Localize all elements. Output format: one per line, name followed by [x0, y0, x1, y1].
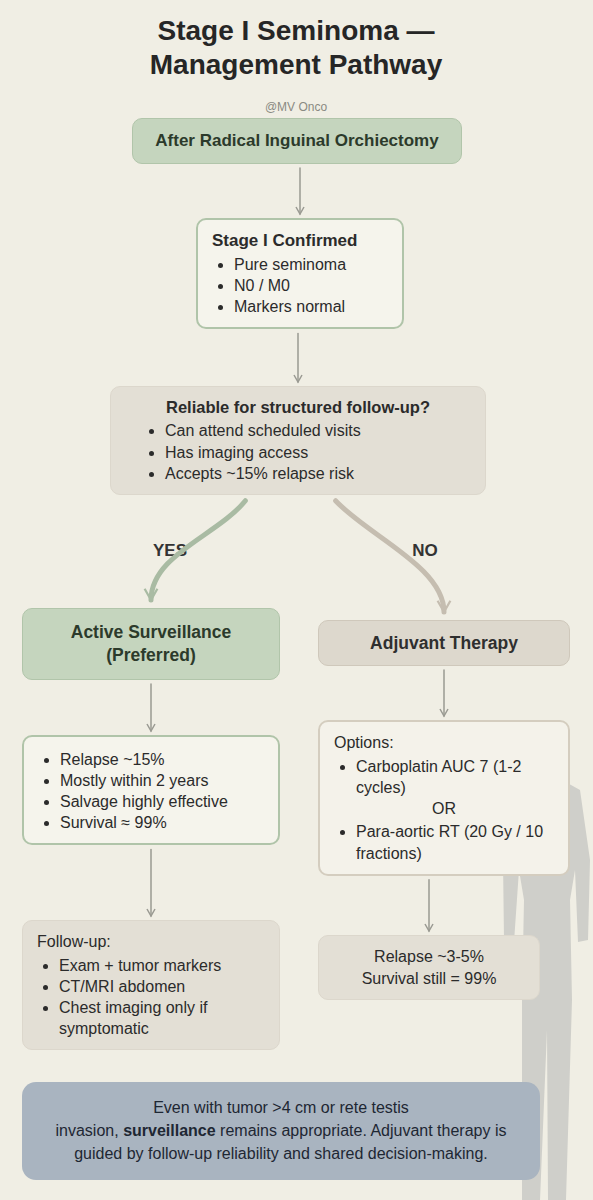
bullet-text: Carboplatin AUC 7 (1-2 cycles) [356, 758, 521, 796]
branch-arrow [151, 501, 245, 600]
box-text: Follow-up: [37, 931, 265, 953]
flow-arrow [299, 168, 301, 214]
bullet-item: Markers normal [234, 296, 388, 317]
flow-arrow [443, 670, 445, 716]
bullet-item: Survival ≈ 99% [60, 812, 264, 833]
box-heading: Adjuvant Therapy [370, 632, 518, 655]
box-text: Relapse ~3-5% [333, 946, 525, 968]
watermark: @MV Onco [236, 100, 356, 114]
bullet-text: CT/MRI abdomen [59, 978, 185, 995]
bullet-text: Para-aortic RT (20 Gy / 10 fractions) [356, 823, 543, 861]
box-text: Options: [334, 732, 554, 754]
box-heading: Active Surveillance (Preferred) [37, 621, 265, 667]
bullet-item: Can attend scheduled visits [165, 420, 471, 441]
bullet-text: Survival ≈ 99% [60, 814, 167, 831]
bullet-text: N0 / M0 [234, 277, 290, 294]
bullet-item: Relapse ~15% [60, 749, 264, 770]
bullet-text: Mostly within 2 years [60, 772, 209, 789]
bullet-item: Chest imaging only if symptomatic [59, 997, 265, 1039]
info-box: Stage I ConfirmedPure seminoma N0 / M0 Mar… [196, 218, 404, 329]
note-box: Even with tumor >4 cm or rete testis inv… [22, 1082, 540, 1180]
info-box: Relapse ~15% Mostly within 2 yearsSalvage… [22, 735, 280, 845]
options-box: Options: Carboplatin AUC 7 (1-2 cycles)OR… [318, 720, 570, 876]
bullet-text: Exam + tumor markers [59, 957, 221, 974]
bullet-text: Accepts ~15% relapse risk [165, 465, 354, 482]
flow-arrow [297, 333, 299, 382]
bullet-item: CT/MRI abdomen [59, 976, 265, 997]
bullet-text: Markers normal [234, 298, 345, 315]
bullet-item: Para-aortic RT (20 Gy / 10 fractions) [356, 821, 554, 863]
decision-box: Reliable for structured follow-up?Can at… [110, 386, 486, 495]
bullet-list: Can attend scheduled visitsHas imaging a… [125, 420, 471, 483]
box-heading: After Radical Inguinal Orchiectomy [155, 130, 438, 152]
bullet-list: Pure seminoma N0 / M0 Markers normal [212, 254, 388, 317]
process-box: Active Surveillance (Preferred) [22, 608, 280, 680]
bullet-list: Exam + tumor markersCT/MRI abdomenChest … [37, 955, 265, 1039]
flow-arrow [150, 849, 152, 916]
bullet-list: Para-aortic RT (20 Gy / 10 fractions) [334, 821, 554, 863]
bullet-item: N0 / M0 [234, 275, 388, 296]
branch-label: NO [395, 541, 455, 561]
bullet-item: Accepts ~15% relapse risk [165, 463, 471, 484]
outcome-box: Relapse ~3-5%Survival still = 99% [318, 935, 540, 1000]
bullet-item: Carboplatin AUC 7 (1-2 cycles) [356, 756, 554, 798]
branch-arrow [336, 501, 444, 612]
diagram-title: Stage I Seminoma — Management Pathway [76, 14, 516, 81]
bullet-item: Exam + tumor markers [59, 955, 265, 976]
bullet-item: Mostly within 2 years [60, 770, 264, 791]
bullet-item: Salvage highly effective [60, 791, 264, 812]
bullet-item: Has imaging access [165, 442, 471, 463]
bullet-text: Chest imaging only if symptomatic [59, 999, 208, 1037]
bullet-text: Pure seminoma [234, 256, 346, 273]
process-box: Adjuvant Therapy [318, 620, 570, 666]
bullet-text: Has imaging access [165, 444, 308, 461]
bullet-list: Relapse ~15% Mostly within 2 yearsSalvage… [38, 749, 264, 833]
box-heading: Reliable for structured follow-up? [125, 397, 471, 418]
start-box: After Radical Inguinal Orchiectomy [132, 118, 462, 164]
box-text: Survival still = 99% [333, 968, 525, 990]
box-heading: Stage I Confirmed [212, 230, 388, 252]
bullet-text: Salvage highly effective [60, 793, 228, 810]
box-text: OR [334, 798, 554, 820]
bullet-item: Pure seminoma [234, 254, 388, 275]
flow-arrow [428, 880, 430, 931]
bullet-text: Relapse ~15% [60, 751, 165, 768]
bullet-list: Carboplatin AUC 7 (1-2 cycles) [334, 756, 554, 798]
box-text: surveillance [123, 1122, 216, 1139]
followup-box: Follow-up:Exam + tumor markersCT/MRI abd… [22, 920, 280, 1050]
bullet-text: Can attend scheduled visits [165, 422, 361, 439]
flow-arrow [150, 684, 152, 731]
